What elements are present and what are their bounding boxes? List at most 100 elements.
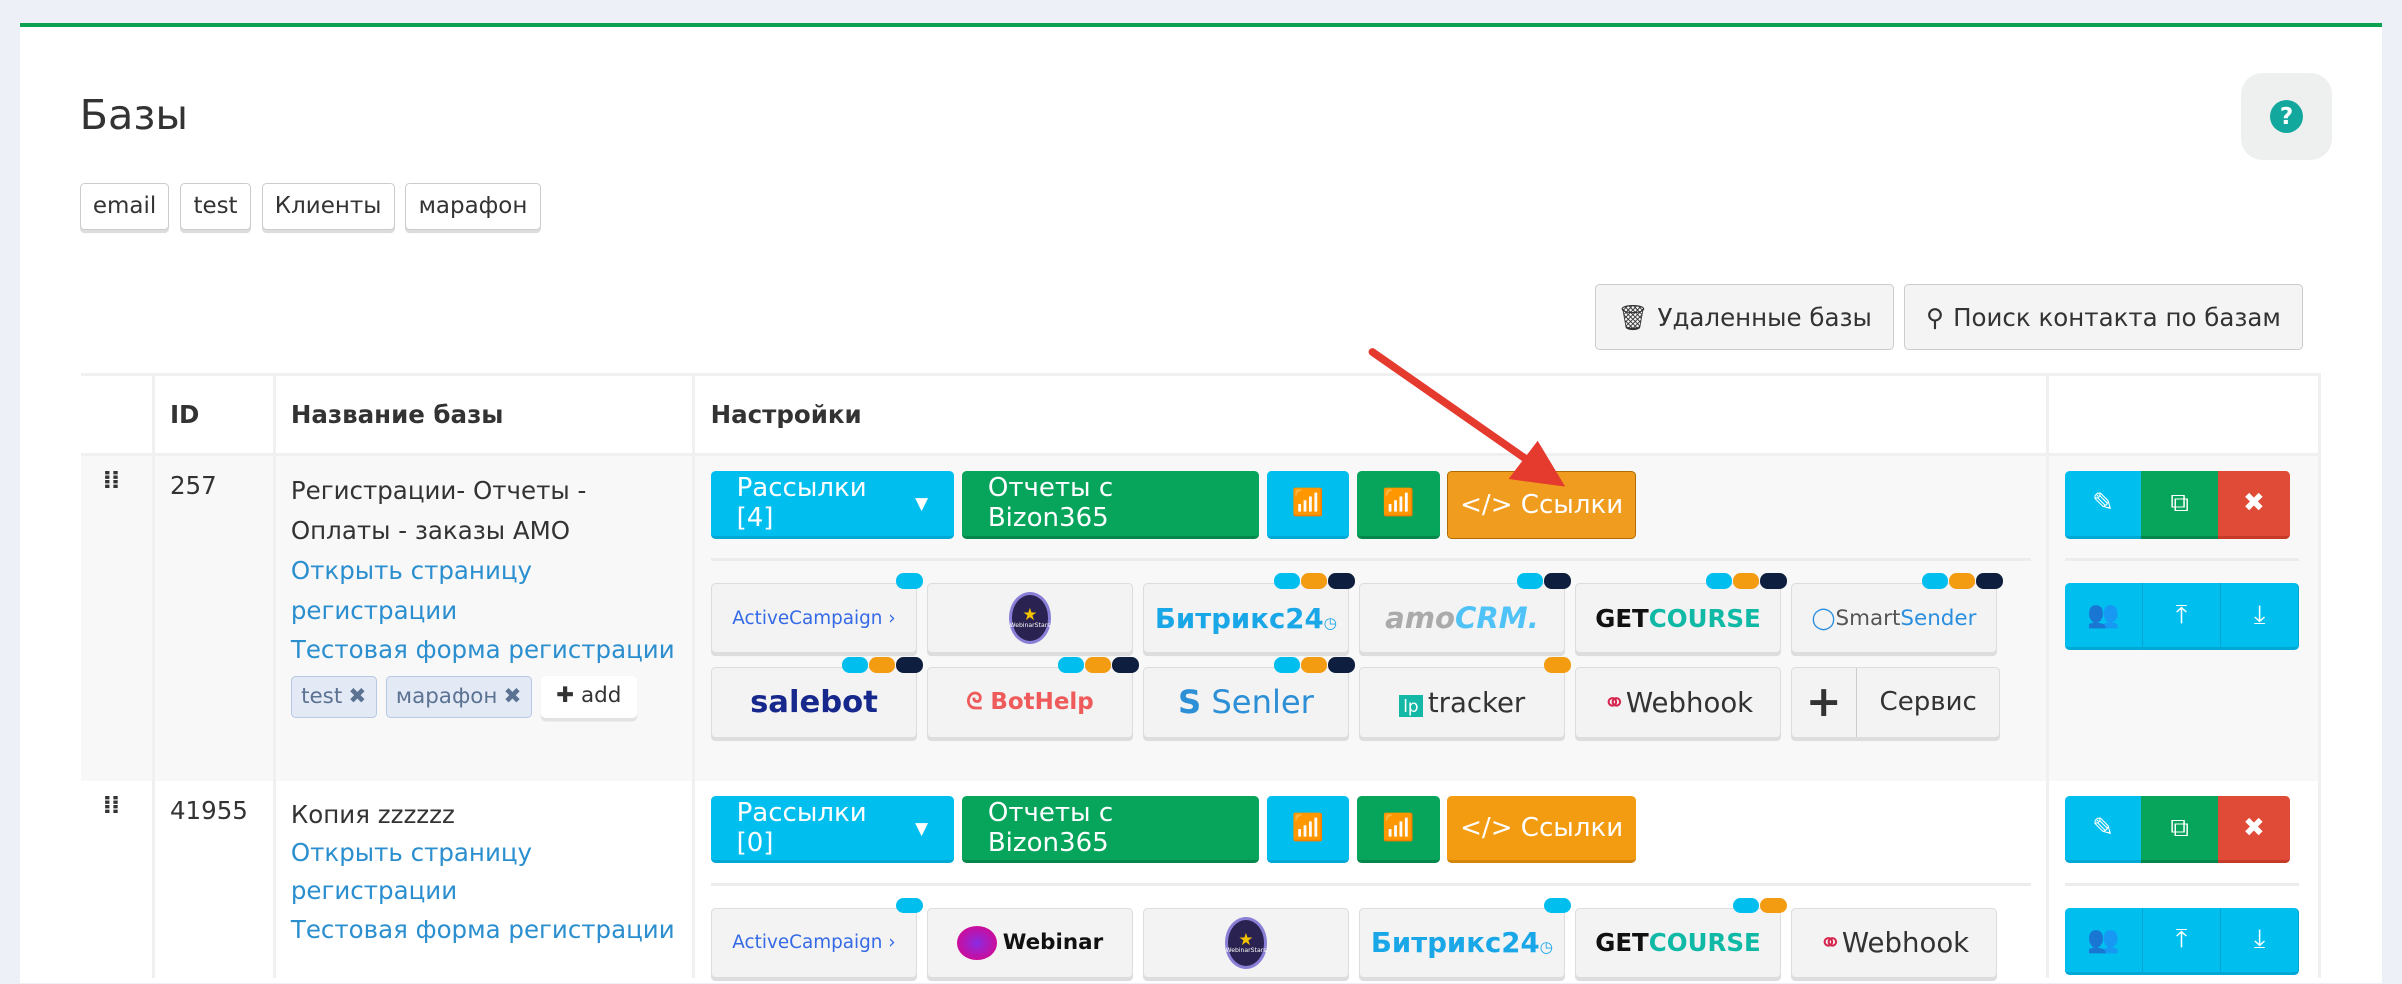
- copy-button[interactable]: ⧉: [2141, 795, 2218, 864]
- bar-chart-icon: 📶: [1291, 813, 1325, 844]
- add-service-button[interactable]: +Сервис: [1790, 667, 2001, 738]
- add-tag-label: add: [580, 683, 622, 709]
- status-dots: [896, 573, 923, 589]
- page-title: Базы: [79, 91, 189, 140]
- mailings-dropdown[interactable]: Рассылки [4] ▼: [710, 471, 955, 539]
- filter-tag-clients[interactable]: Клиенты: [261, 183, 395, 230]
- test-form-link[interactable]: Тестовая форма регистрации: [290, 635, 675, 665]
- filter-tags: email test Клиенты марафон: [79, 183, 541, 230]
- import-button[interactable]: ⤒: [2142, 907, 2222, 976]
- drag-handle[interactable]: ⁞⁞: [81, 780, 155, 979]
- add-tag-button[interactable]: ✚ add: [540, 676, 637, 719]
- status-dot: [1760, 573, 1787, 589]
- deleted-bases-label: Удаленные базы: [1657, 302, 1872, 332]
- status-dot: [1760, 897, 1787, 914]
- service-label: Сервис: [1879, 687, 1977, 718]
- links-button[interactable]: </> Ссылки: [1447, 795, 1636, 864]
- copy-button[interactable]: ⧉: [2141, 471, 2218, 539]
- getcourse-logo: GETCOURSE: [1595, 603, 1761, 633]
- import-button[interactable]: ⤒: [2142, 582, 2222, 651]
- open-registration-link[interactable]: Открыть страницу регистрации: [290, 555, 533, 625]
- base-name: Регистрации- Отчеты - Оплаты - заказы АМ…: [290, 476, 587, 545]
- status-dot: [1976, 573, 2003, 589]
- export-button[interactable]: ⤓: [2221, 907, 2300, 976]
- header-name: Название базы: [274, 373, 696, 456]
- webinarstars-logo: ★WebinarStars: [1008, 592, 1052, 645]
- contacts-button[interactable]: 👥: [2064, 582, 2143, 651]
- integration-getcourse[interactable]: GETCOURSE: [1574, 897, 1787, 979]
- trash-icon: 🗑: [1617, 302, 1649, 332]
- row-id: 257: [153, 454, 276, 781]
- open-registration-link[interactable]: Открыть страницу регистрации: [290, 838, 533, 906]
- status-dots: [1544, 897, 1571, 914]
- links-button[interactable]: </> Ссылки: [1447, 471, 1636, 539]
- activecampaign-logo: ActiveCampaign ›: [732, 932, 896, 954]
- row-id: 41955: [153, 780, 276, 979]
- stats-button[interactable]: 📶: [1266, 471, 1350, 539]
- stats-button[interactable]: 📶: [1266, 795, 1350, 864]
- divider: [710, 883, 2032, 887]
- integration-webhook[interactable]: ⚭Webhook: [1790, 907, 1998, 979]
- export-button[interactable]: ⤓: [2221, 582, 2300, 651]
- delete-button[interactable]: ✖: [2217, 795, 2290, 864]
- getcourse-logo: GETCOURSE: [1595, 928, 1761, 958]
- bitrix24-logo: Битрикс24◷: [1154, 601, 1338, 635]
- deleted-bases-button[interactable]: 🗑 Удаленные базы: [1594, 284, 1895, 351]
- reports-button[interactable]: Отчеты с Bizon365: [961, 795, 1259, 864]
- status-dot: [1274, 657, 1301, 673]
- integration-bothelp[interactable]: ᘓ BotHelp: [926, 657, 1139, 738]
- reports-button[interactable]: Отчеты с Bizon365: [961, 471, 1259, 539]
- integration-webinarstars[interactable]: ★WebinarStars: [926, 582, 1134, 654]
- search-contact-button[interactable]: ⚲Поиск контакта по базам: [1903, 284, 2304, 351]
- base-tag[interactable]: марафон✖: [385, 676, 532, 719]
- contacts-button[interactable]: 👥: [2064, 907, 2143, 976]
- remove-tag-icon[interactable]: ✖: [348, 684, 367, 710]
- senler-logo: S Senler: [1178, 683, 1314, 722]
- integration-activecampaign[interactable]: ActiveCampaign ›: [710, 573, 923, 654]
- webhook-logo: ⚭Webhook: [1602, 685, 1754, 719]
- status-dots: [1733, 897, 1787, 914]
- download-icon: ⤓: [2253, 924, 2266, 955]
- integration-amocrm[interactable]: amoCRM.: [1358, 573, 1571, 654]
- edit-button[interactable]: ✎: [2064, 471, 2142, 539]
- integration-activecampaign[interactable]: ActiveCampaign ›: [710, 897, 923, 979]
- status-dots: [1274, 573, 1355, 589]
- remove-tag-icon[interactable]: ✖: [503, 684, 522, 710]
- delete-button[interactable]: ✖: [2217, 471, 2290, 539]
- filter-tag-email[interactable]: email: [79, 183, 170, 230]
- edit-button[interactable]: ✎: [2064, 795, 2142, 864]
- integration-webinarstars[interactable]: ★WebinarStars: [1142, 907, 1350, 979]
- status-dots: [896, 897, 923, 914]
- integration-webhook[interactable]: ⚭Webhook: [1574, 667, 1782, 738]
- filter-tag-marathon[interactable]: марафон: [405, 183, 541, 230]
- bar-chart-icon: 📶: [1291, 488, 1325, 519]
- integration-salebot[interactable]: salebot: [710, 657, 923, 738]
- caret-down-icon: ▼: [915, 493, 929, 514]
- integration-webinar[interactable]: Webinar: [926, 907, 1134, 979]
- drag-handle[interactable]: ⁞⁞: [81, 454, 155, 781]
- status-dot: [1301, 657, 1328, 673]
- integration-битрикс24[interactable]: Битрикс24◷: [1142, 573, 1355, 654]
- base-tag[interactable]: test✖: [290, 676, 377, 719]
- integration-getcourse[interactable]: GETCOURSE: [1574, 573, 1787, 654]
- stats-button-2[interactable]: 📶: [1357, 471, 1440, 539]
- filter-tag-test[interactable]: test: [180, 183, 251, 230]
- bar-chart-icon: 📶: [1382, 813, 1415, 844]
- pencil-icon: ✎: [2092, 488, 2114, 519]
- status-dot: [1733, 573, 1760, 589]
- integration-smartsender[interactable]: ◯SmartSender: [1790, 573, 2003, 654]
- help-button[interactable]: ?: [2241, 72, 2332, 161]
- status-dot: [842, 657, 869, 673]
- header-actions: [2047, 373, 2321, 456]
- integration-битрикс24[interactable]: Битрикс24◷: [1358, 897, 1571, 979]
- status-dot: [869, 657, 896, 673]
- stats-button-2[interactable]: 📶: [1357, 795, 1440, 864]
- divider: [2064, 883, 2300, 887]
- header-id: ID: [153, 373, 276, 456]
- status-dot: [1328, 657, 1355, 673]
- mailings-dropdown[interactable]: Рассылки [0] ▼: [710, 795, 955, 864]
- integration-senler[interactable]: S Senler: [1142, 657, 1355, 738]
- test-form-link[interactable]: Тестовая форма регистрации: [290, 914, 675, 944]
